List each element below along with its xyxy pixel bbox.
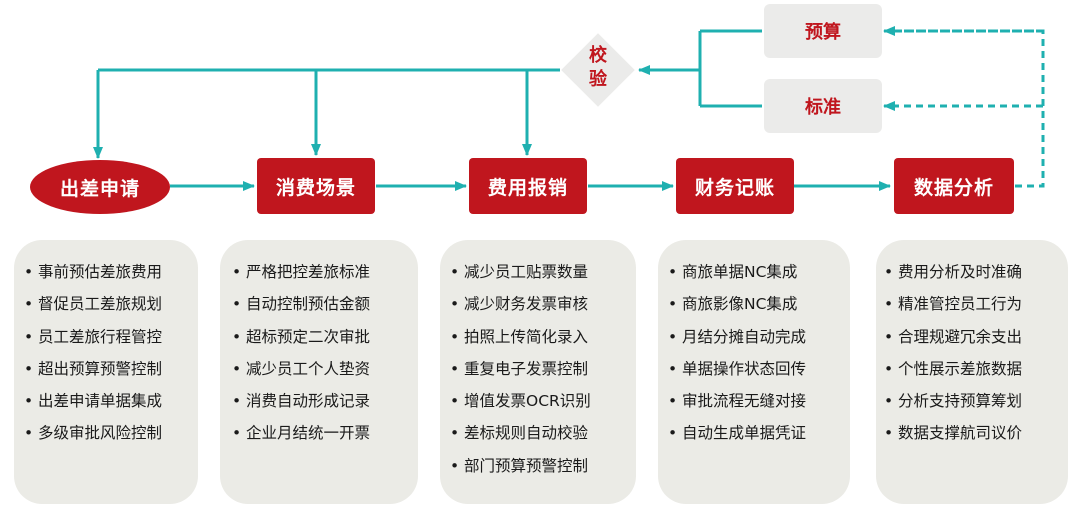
- verify-label: 校验: [558, 44, 638, 92]
- stage-expense-label: 费用报销: [487, 176, 568, 199]
- panel-analysis: •费用分析及时准确 •精准管控员工行为 •合理规避冗余支出 •个性展示差旅数据 …: [876, 240, 1068, 504]
- feedback-dashed: [885, 29, 1045, 188]
- stage-apply-label: 出差申请: [59, 177, 140, 200]
- list-item: •合理规避冗余支出: [884, 327, 1023, 346]
- list-item: •月结分摊自动完成: [668, 327, 807, 346]
- panel-finance: •商旅单据NC集成 •商旅影像NC集成 •月结分摊自动完成 •单据操作状态回传 …: [658, 240, 850, 504]
- stage-consume: 消费场景: [257, 158, 375, 214]
- stage-analysis: 数据分析: [894, 158, 1014, 214]
- list-item: •出差申请单据集成: [24, 392, 163, 411]
- panel-consume: •严格把控差旅标准 •自动控制预估金额 •超标预定二次审批 •减少员工个人垫资 …: [220, 240, 418, 504]
- list-item: •超出预算预警控制: [24, 359, 163, 378]
- budget-label: 预算: [805, 22, 841, 43]
- list-item: •增值发票OCR识别: [450, 392, 591, 411]
- list-item: •费用分析及时准确: [884, 263, 1023, 281]
- list-item: •减少员工贴票数量: [450, 263, 589, 281]
- stage-apply: 出差申请: [30, 160, 170, 214]
- list-item: •商旅影像NC集成: [668, 295, 798, 314]
- standard-box: 标准: [764, 79, 882, 133]
- list-item: •数据支撑航司议价: [884, 424, 1023, 443]
- list-item: •自动控制预估金额: [232, 295, 371, 314]
- stage-analysis-label: 数据分析: [913, 176, 994, 199]
- standard-label: 标准: [805, 97, 841, 118]
- stage-finance: 财务记账: [676, 158, 794, 214]
- list-item: •消费自动形成记录: [232, 392, 371, 411]
- budget-box: 预算: [764, 4, 882, 58]
- panel-expense: •减少员工贴票数量 •减少财务发票审核 •拍照上传简化录入 •重复电子发票控制 …: [440, 240, 636, 504]
- list-item: •审批流程无缝对接: [668, 392, 807, 411]
- list-item: •差标规则自动校验: [450, 424, 589, 443]
- list-item: •事前预估差旅费用: [24, 263, 163, 281]
- stage-consume-label: 消费场景: [275, 176, 356, 199]
- panel-expense-list: •减少员工贴票数量 •减少财务发票审核 •拍照上传简化录入 •重复电子发票控制 …: [450, 256, 636, 482]
- list-item: •分析支持预算筹划: [884, 392, 1023, 411]
- panel-analysis-list: •费用分析及时准确 •精准管控员工行为 •合理规避冗余支出 •个性展示差旅数据 …: [884, 256, 1068, 450]
- list-item: •严格把控差旅标准: [232, 263, 371, 281]
- list-item: •精准管控员工行为: [884, 295, 1023, 314]
- panel-finance-list: •商旅单据NC集成 •商旅影像NC集成 •月结分摊自动完成 •单据操作状态回传 …: [668, 256, 850, 450]
- verify-text: 校验: [589, 45, 607, 90]
- list-item: •拍照上传简化录入: [450, 327, 589, 346]
- panel-consume-list: •严格把控差旅标准 •自动控制预估金额 •超标预定二次审批 •减少员工个人垫资 …: [232, 256, 418, 450]
- list-item: •督促员工差旅规划: [24, 295, 163, 314]
- list-item: •超标预定二次审批: [232, 327, 371, 346]
- list-item: •自动生成单据凭证: [668, 424, 807, 443]
- list-item: •减少员工个人垫资: [232, 359, 371, 378]
- verify-diamond: 校验: [558, 30, 638, 110]
- list-item: •部门预算预警控制: [450, 456, 589, 475]
- list-item: •重复电子发票控制: [450, 359, 589, 378]
- list-item: •个性展示差旅数据: [884, 359, 1023, 378]
- list-item: •多级审批风险控制: [24, 424, 163, 443]
- list-item: •商旅单据NC集成: [668, 263, 798, 281]
- list-item: •企业月结统一开票: [232, 424, 371, 443]
- panel-apply: •事前预估差旅费用 •督促员工差旅规划 •员工差旅行程管控 •超出预算预警控制 …: [14, 240, 198, 504]
- stage-finance-label: 财务记账: [694, 176, 775, 199]
- stage-expense: 费用报销: [469, 158, 587, 214]
- list-item: •减少财务发票审核: [450, 295, 589, 314]
- list-item: •单据操作状态回传: [668, 359, 807, 378]
- panel-apply-list: •事前预估差旅费用 •督促员工差旅规划 •员工差旅行程管控 •超出预算预警控制 …: [24, 256, 198, 450]
- list-item: •员工差旅行程管控: [24, 327, 163, 346]
